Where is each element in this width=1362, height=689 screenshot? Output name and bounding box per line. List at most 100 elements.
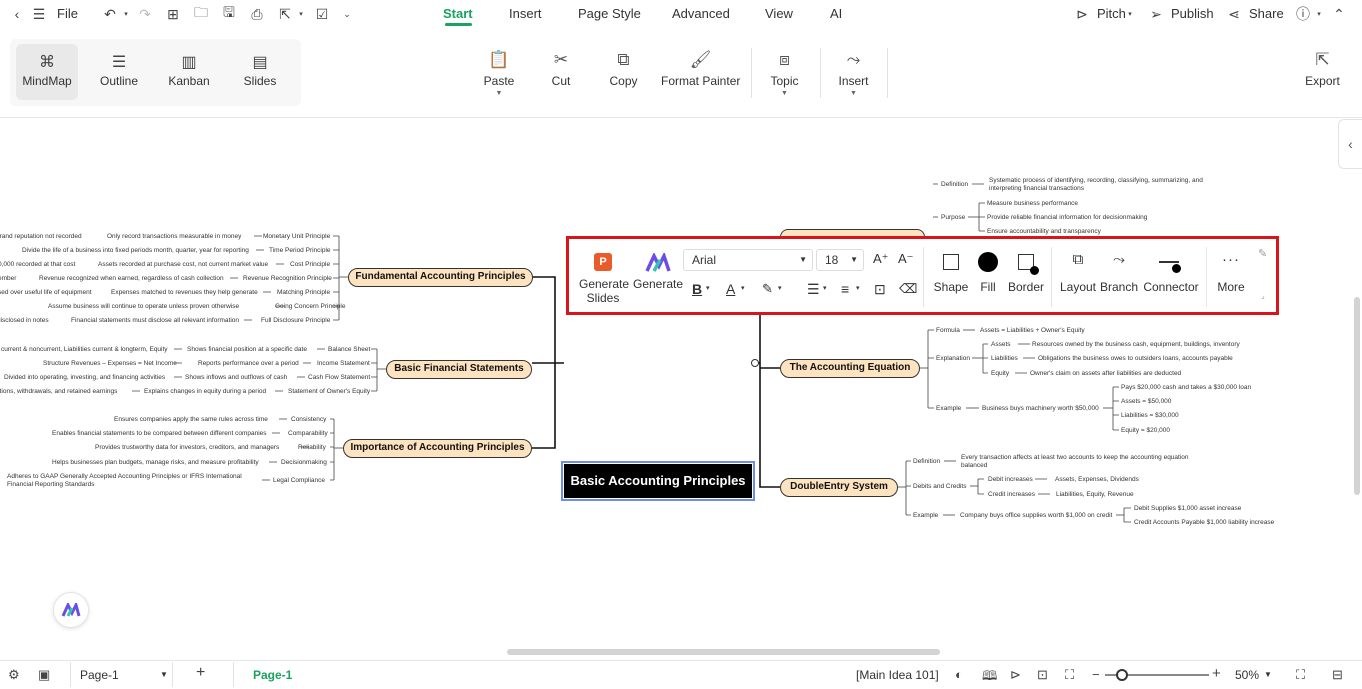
subtopic-label[interactable]: Definition: [941, 181, 969, 188]
decrease-font-icon[interactable]: A⁻: [898, 251, 914, 266]
subtopic-name[interactable]: Income Statement: [317, 360, 370, 367]
share-button[interactable]: Share: [1249, 6, 1284, 21]
export-button[interactable]: ⇱Export: [1303, 50, 1342, 88]
font-color-dropdown-icon[interactable]: ▾: [741, 285, 745, 292]
export-dropdown-icon[interactable]: ▾: [299, 11, 303, 18]
theme-icon[interactable]: ◐: [955, 667, 963, 682]
subtopic-name[interactable]: Cash Flow Statement: [308, 374, 371, 381]
border-button[interactable]: Border: [1007, 251, 1045, 294]
subtopic-name[interactable]: Matching Principle: [277, 289, 331, 296]
highlight-dropdown-icon[interactable]: ▾: [778, 285, 782, 292]
bold-icon[interactable]: B: [692, 281, 703, 297]
book-view-icon[interactable]: 🕮: [982, 668, 998, 683]
fullscreen-icon[interactable]: ⛶: [1296, 667, 1306, 682]
font-color-icon[interactable]: A: [726, 281, 736, 297]
more-quick-icon[interactable]: ⌄: [343, 8, 351, 19]
subtopic-label[interactable]: Example: [936, 405, 962, 412]
list-dropdown-icon[interactable]: ▾: [823, 285, 827, 292]
font-size-select[interactable]: 18▼: [816, 249, 864, 271]
pin-icon[interactable]: ✎: [1258, 248, 1268, 260]
subtopic-item[interactable]: Credit Accounts Payable $1,000 liability…: [1134, 519, 1275, 526]
subnote-text[interactable]: Divided into operating, investing, and f…: [4, 374, 166, 381]
save-icon[interactable]: 🖫: [223, 4, 235, 20]
paste-dropdown-icon[interactable]: ▼: [495, 90, 503, 97]
subtopic-desc[interactable]: Financial Reporting Standards: [7, 481, 95, 488]
connector-button[interactable]: Connector: [1142, 251, 1200, 294]
more-button[interactable]: ···More: [1214, 251, 1248, 294]
new-file-icon[interactable]: ⊞: [167, 5, 179, 22]
tab-insert[interactable]: Insert: [509, 6, 542, 21]
layout-button[interactable]: ⧉Layout: [1059, 251, 1097, 294]
file-menu[interactable]: File: [57, 6, 78, 21]
subtopic-desc[interactable]: Assume business will continue to operate…: [48, 303, 240, 310]
vertical-scrollbar[interactable]: [1354, 297, 1360, 495]
copy-button[interactable]: ⧉Copy: [608, 50, 639, 88]
subtopic-desc[interactable]: Helps businesses plan budgets, manage ri…: [52, 459, 259, 466]
subtopic-name[interactable]: Comparability: [288, 430, 328, 437]
page-settings-icon[interactable]: ⚙: [8, 667, 20, 682]
zoom-out-icon[interactable]: −: [1092, 667, 1100, 682]
subtopic-label[interactable]: Explanation: [936, 355, 970, 362]
subnote-text[interactable]: Structure Revenues – Expenses = Net Inco…: [43, 360, 177, 367]
tab-view[interactable]: View: [765, 6, 793, 21]
topic-financial-statements[interactable]: Basic Financial Statements: [386, 360, 532, 379]
subtopic-label[interactable]: Formula: [936, 327, 960, 334]
mindmap-canvas[interactable]: Fundamental Accounting Principles brand …: [0, 119, 1362, 656]
subtopic-name[interactable]: Revenue Recognition Principle: [243, 275, 332, 282]
subtopic-label[interactable]: Definition: [913, 458, 941, 465]
subtopic-desc[interactable]: Shows financial position at a specific d…: [187, 346, 307, 353]
subtopic-desc[interactable]: Liabilities, Equity, Revenue: [1056, 491, 1134, 498]
generate-slides-button[interactable]: P Generate Slides: [579, 251, 629, 305]
view-kanban-button[interactable]: ▥Kanban: [158, 44, 220, 100]
pitch-button[interactable]: Pitch: [1097, 6, 1126, 21]
add-page-icon[interactable]: +: [196, 664, 206, 681]
help-dropdown-icon[interactable]: ▾: [1317, 11, 1321, 18]
share-export-icon[interactable]: ⇱: [279, 5, 291, 22]
topic-double-entry[interactable]: DoubleEntry System: [780, 478, 898, 497]
collapse-toggle[interactable]: [751, 359, 759, 367]
subtopic-label[interactable]: Credit increases: [988, 491, 1035, 498]
topic-button[interactable]: ⧈Topic▼: [767, 50, 802, 97]
bold-dropdown-icon[interactable]: ▾: [706, 285, 710, 292]
paste-button[interactable]: 📋Paste▼: [483, 50, 515, 97]
subtopic-desc[interactable]: Explains changes in equity during a peri…: [144, 388, 267, 395]
subtopic-label[interactable]: Debits and Credits: [913, 483, 967, 490]
side-panel-toggle-icon[interactable]: ‹: [1338, 119, 1362, 169]
tab-start[interactable]: Start: [443, 6, 473, 21]
subtopic-label[interactable]: Liabilities: [991, 355, 1018, 362]
subtopic-desc[interactable]: Only record transactions measurable in m…: [107, 233, 242, 240]
subtopic-item[interactable]: Pays $20,000 cash and takes a $30,000 lo…: [1121, 384, 1252, 391]
help-icon[interactable]: ⓘ: [1296, 6, 1310, 22]
subtopic-name[interactable]: Reliability: [298, 444, 326, 451]
subtopic-item[interactable]: Equity = $20,000: [1121, 427, 1170, 434]
back-icon[interactable]: ‹: [14, 6, 20, 22]
subtopic-item[interactable]: Measure business performance: [987, 200, 1079, 207]
subtopic-desc[interactable]: Obligations the business owes to outside…: [1038, 355, 1233, 362]
hamburger-icon[interactable]: ☰: [32, 5, 46, 22]
zoom-slider-handle[interactable]: [1116, 669, 1128, 681]
shape-button[interactable]: Shape: [933, 251, 969, 294]
subtopic-label[interactable]: Assets: [991, 341, 1011, 348]
list-icon[interactable]: ☰: [807, 281, 820, 297]
subnote-text[interactable]: utions, withdrawals, and retained earnin…: [0, 388, 118, 395]
topic-fundamental[interactable]: Fundamental Accounting Principles: [348, 268, 533, 287]
format-painter-button[interactable]: 🖌Format Painter: [661, 50, 740, 88]
ai-generate-button[interactable]: Generate: [633, 251, 683, 291]
insert-button[interactable]: ⤳Insert▼: [836, 50, 871, 97]
redo-icon[interactable]: ↷: [139, 5, 151, 22]
zoom-in-icon[interactable]: +: [1212, 665, 1221, 682]
subnote-text[interactable]: brand reputation not recorded: [0, 233, 82, 240]
subtopic-item[interactable]: Debit Supplies $1,000 asset increase: [1134, 505, 1242, 512]
view-slides-button[interactable]: ▤Slides: [229, 44, 291, 100]
minimize-panel-icon[interactable]: ⊟: [1332, 667, 1343, 682]
tab-ai[interactable]: AI: [830, 6, 843, 21]
subnote-text[interactable]: disclosed in notes: [0, 317, 49, 324]
subtopic-desc[interactable]: Owner's claim on assets after liabilitie…: [1030, 370, 1182, 377]
subtopic-item[interactable]: Liabilities = $30,000: [1121, 412, 1179, 419]
horizontal-scrollbar[interactable]: [507, 649, 940, 655]
play-icon[interactable]: ⊳: [1076, 5, 1088, 22]
subtopic-desc[interactable]: Provides trustworthy data for investors,…: [95, 444, 280, 451]
view-mindmap-button[interactable]: ⌘MindMap: [16, 44, 78, 100]
undo-dropdown-icon[interactable]: ▾: [124, 11, 128, 18]
